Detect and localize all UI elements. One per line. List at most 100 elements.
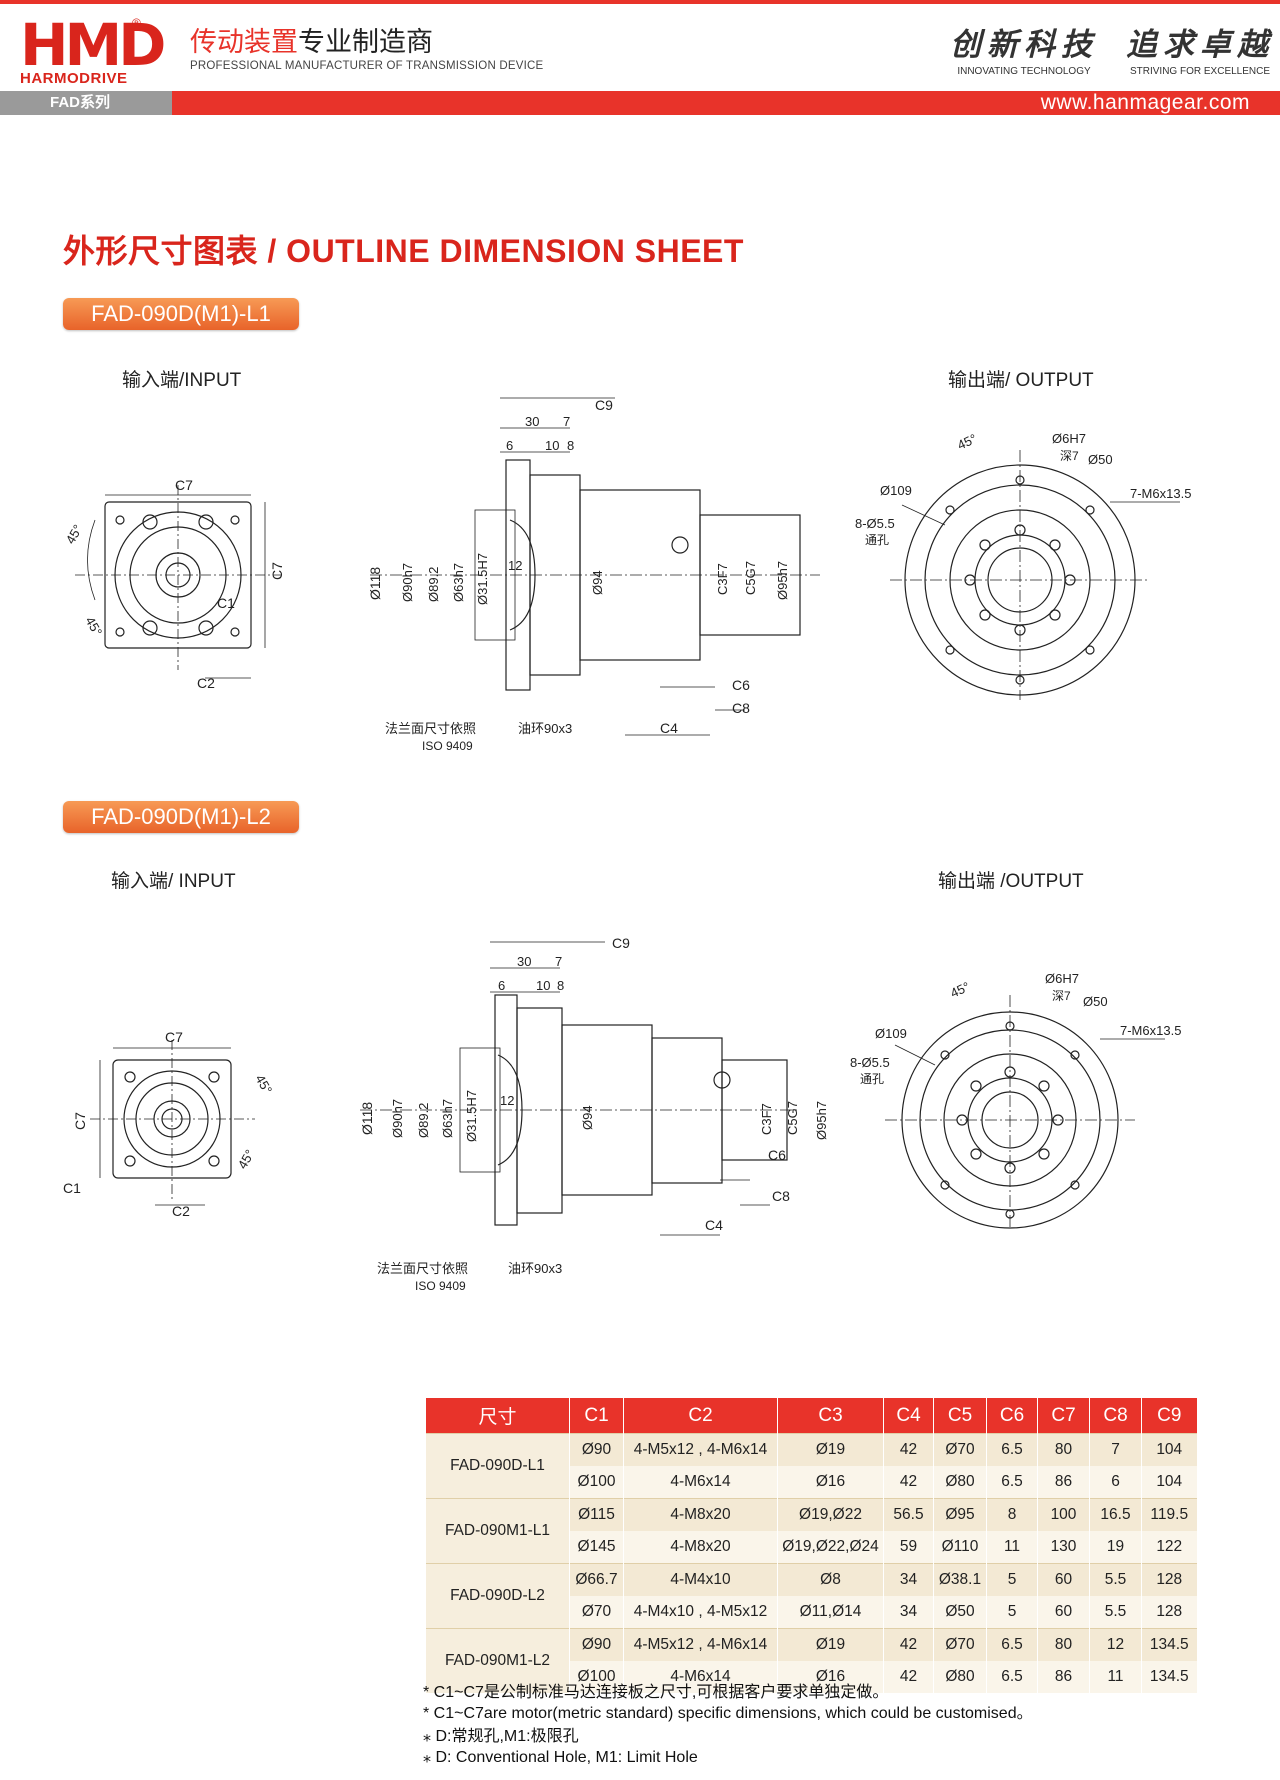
dim-d6h7: Ø6H7 <box>1052 431 1086 446</box>
slogan-2-en: STRIVING FOR EXCELLENCE <box>1129 66 1271 77</box>
table-cell: 104 <box>1141 1466 1197 1499</box>
dim-deep7-l2: 深7 <box>1052 989 1071 1003</box>
dim-c3: C3F7 <box>715 563 730 595</box>
output-label-l2: 输出端 /OUTPUT <box>938 871 1084 892</box>
table-cell: 104 <box>1141 1433 1197 1466</box>
dim-c7-top: C7 <box>175 477 193 493</box>
table-cell: Ø100 <box>569 1466 624 1499</box>
dim-7-l2: 7 <box>555 954 562 969</box>
table-cell: Ø80 <box>933 1466 987 1499</box>
dim-d6h7-l2: Ø6H7 <box>1045 971 1079 986</box>
model-pill-l2: FAD-090D(M1)-L2 <box>63 801 299 833</box>
table-cell: 119.5 <box>1141 1498 1197 1531</box>
dim-30: 30 <box>525 414 539 429</box>
table-cell: Ø66.7 <box>569 1563 624 1596</box>
company-logo: HMD HARMODRIVE ® <box>20 16 166 87</box>
slogan-2-cn: 追求卓越 <box>1126 27 1274 63</box>
table-header: C6 <box>986 1398 1038 1434</box>
input-label-l1: 输入端/INPUT <box>122 370 242 391</box>
dim-10-l2: 10 <box>536 978 550 993</box>
table-cell: 80 <box>1037 1433 1090 1466</box>
table-cell: Ø70 <box>933 1628 987 1661</box>
output-label-l1: 输出端/ OUTPUT <box>948 370 1094 391</box>
table-cell: 86 <box>1037 1661 1090 1693</box>
series-bar: FAD系列 <box>0 91 172 115</box>
table-cell: Ø90 <box>569 1628 624 1661</box>
model-cell: FAD-090D-L1 <box>425 1433 570 1499</box>
table-cell: 4-M5x12 , 4-M6x14 <box>623 1628 778 1661</box>
dim-6-l2: 6 <box>498 978 505 993</box>
table-cell: Ø38.1 <box>933 1563 987 1596</box>
table-header: C1 <box>569 1398 624 1434</box>
table-header: C8 <box>1089 1398 1142 1434</box>
iso-note: ISO 9409 <box>422 739 473 753</box>
angle-45-out: 45° <box>955 431 979 453</box>
dim-c9: C9 <box>595 397 613 413</box>
table-cell: 4-M6x14 <box>623 1661 778 1693</box>
tagline: 传动装置专业制造商 PROFESSIONAL MANUFACTURER OF T… <box>190 26 543 72</box>
dim-c3-l2: C3F7 <box>759 1103 774 1135</box>
table-cell: Ø145 <box>569 1531 624 1564</box>
footnote: * C1~C7are motor(metric standard) specif… <box>423 1705 1033 1722</box>
dim-d89-l2: Ø89.2 <box>416 1103 431 1138</box>
slogan-innovating: 创新科技 INNOVATING TECHNOLOGY <box>950 28 1098 77</box>
table-cell: 128 <box>1141 1596 1197 1629</box>
table-cell: 5.5 <box>1089 1563 1142 1596</box>
dim-c8: C8 <box>732 700 750 716</box>
slogan-1-cn: 创新科技 <box>950 27 1098 63</box>
table-cell: Ø95 <box>933 1498 987 1531</box>
table-cell: 60 <box>1037 1596 1090 1629</box>
table-header-row: 尺寸 C1 C2 C3 C4 C5 C6 C7 C8 C9 <box>425 1398 1197 1434</box>
table-header: C7 <box>1037 1398 1090 1434</box>
dim-c1-l2: C1 <box>63 1180 81 1196</box>
dim-d94-l2: Ø94 <box>580 1105 595 1130</box>
dim-c6: C6 <box>732 677 750 693</box>
dim-d50-l2: Ø50 <box>1083 994 1108 1009</box>
dim-holes8-l2: 8-Ø5.5 <box>850 1055 890 1070</box>
table-cell: Ø110 <box>933 1531 987 1564</box>
dim-d95: Ø95h7 <box>775 561 790 600</box>
dim-c1: C1 <box>217 595 235 611</box>
table-cell: 8 <box>986 1498 1038 1531</box>
output-view-drawing-l1: 45° Ø6H7 深7 Ø50 7-M6x13.5 Ø109 8-Ø5.5 通孔 <box>855 431 1191 700</box>
table-cell: Ø80 <box>933 1661 987 1693</box>
table-cell: 6.5 <box>986 1466 1038 1499</box>
table-cell: 134.5 <box>1141 1628 1197 1661</box>
oil-ring-note: 油环90x3 <box>518 721 572 736</box>
table-header: C2 <box>623 1398 778 1434</box>
model-cell: FAD-090M1-L1 <box>425 1498 570 1564</box>
top-accent-line <box>0 0 1280 4</box>
website-link[interactable]: www.hanmagear.com <box>1040 91 1250 114</box>
table-cell: 6.5 <box>986 1433 1038 1466</box>
table-cell: 134.5 <box>1141 1661 1197 1693</box>
table-cell: 4-M5x12 , 4-M6x14 <box>623 1433 778 1466</box>
table-cell: 6 <box>1089 1466 1142 1499</box>
dim-6: 6 <box>506 438 513 453</box>
table-cell: 60 <box>1037 1563 1090 1596</box>
dimension-table: 尺寸 C1 C2 C3 C4 C5 C6 C7 C8 C9 FAD-090D-L… <box>425 1398 1197 1693</box>
dim-c4-l2: C4 <box>705 1217 723 1233</box>
footnotes: * C1~C7是公制标准马达连接板之尺寸,可根据客户要求单独定做。 * C1~C… <box>423 1682 1033 1768</box>
angle-45-out-l2: 45° <box>948 979 972 1001</box>
input-label-l2: 输入端/ INPUT <box>111 871 236 892</box>
dim-10: 10 <box>545 438 559 453</box>
table-cell: 42 <box>883 1466 934 1499</box>
footnote: * C1~C7是公制标准马达连接板之尺寸,可根据客户要求单独定做。 <box>423 1684 889 1701</box>
angle-45-b: 45° <box>82 614 105 639</box>
table-header: C3 <box>777 1398 884 1434</box>
table-cell: 11 <box>986 1531 1038 1564</box>
through-hole-note-l2: 通孔 <box>860 1072 884 1086</box>
dim-8: 8 <box>567 438 574 453</box>
table-cell: 4-M8x20 <box>623 1531 778 1564</box>
table-cell: Ø19,Ø22 <box>777 1498 884 1531</box>
registered-mark: ® <box>132 16 141 30</box>
dim-12-l2: 12 <box>500 1093 514 1108</box>
dim-30-l2: 30 <box>517 954 531 969</box>
table-cell: 4-M4x10 <box>623 1563 778 1596</box>
tagline-en: PROFESSIONAL MANUFACTURER OF TRANSMISSIO… <box>190 60 544 72</box>
iso-note-l2: ISO 9409 <box>415 1279 466 1293</box>
